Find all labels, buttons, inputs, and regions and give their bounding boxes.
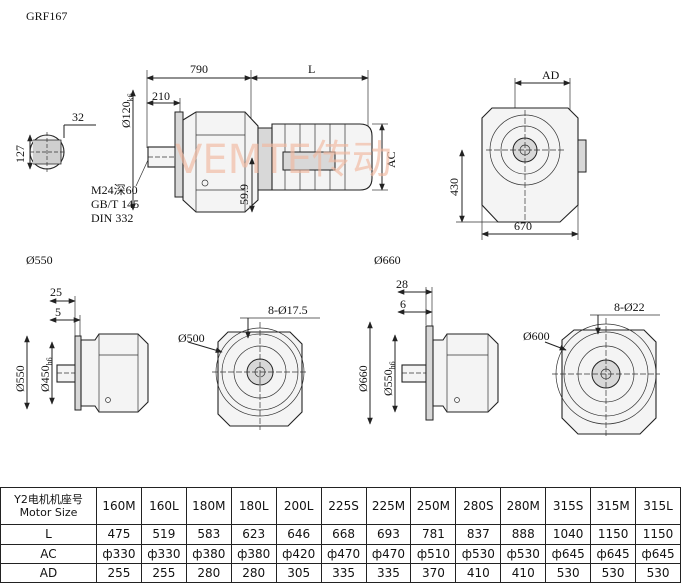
dim-430: 430 [447, 178, 461, 196]
flange-550-views: Ø550 25 5 Ø550 Ø450h6 Ø500 8-Ø17.5 [13, 253, 320, 430]
table-cell: 335 [320, 562, 367, 583]
table-cell: 255 [140, 562, 187, 583]
size-cell: 180M [185, 486, 232, 526]
dim-450h6: Ø450h6 [38, 357, 54, 392]
dim-127: 127 [13, 145, 27, 163]
table-cell: 1150 [590, 524, 637, 545]
table-cell: ф380 [185, 543, 232, 564]
dim-59-9: 59.9 [237, 184, 251, 205]
table-cell: ф330 [140, 543, 187, 564]
dim-6: 6 [400, 297, 406, 311]
table-cell: 410 [500, 562, 547, 583]
table-cell: 530 [545, 562, 592, 583]
dim-790: 790 [190, 62, 208, 76]
size-cell: 280S [455, 486, 502, 526]
size-cell: 250M [410, 486, 457, 526]
table-cell: ф510 [410, 543, 457, 564]
table-cell: 530 [590, 562, 637, 583]
watermark: VEMTE传动 [175, 137, 392, 183]
shaft-section-view: 32 127 [13, 110, 96, 172]
table-row: L 475 519 583 623 646 668 693 781 837 88… [0, 524, 681, 545]
side-elevation-view: 790 L 210 Ø120k6 AC [91, 62, 398, 225]
dim-28: 28 [396, 277, 408, 291]
table-cell: ф420 [275, 543, 322, 564]
end-view: AD 430 670 [447, 68, 587, 240]
dim-32: 32 [72, 110, 84, 124]
note-din: DIN 332 [91, 211, 133, 225]
dim-5: 5 [55, 305, 61, 319]
table-cell: ф645 [635, 543, 681, 564]
holes-660: 8-Ø22 [614, 300, 645, 314]
table-cell: 305 [275, 562, 322, 583]
row-label: AD [0, 562, 97, 583]
table-cell: ф380 [230, 543, 277, 564]
flange-660-title: Ø660 [374, 253, 401, 267]
size-cell: 200L [275, 486, 322, 526]
dim-550: Ø550 [13, 365, 27, 392]
table-cell: 888 [500, 524, 547, 545]
size-cell: 160L [140, 486, 187, 526]
dim-L: L [308, 62, 315, 76]
table-cell: 280 [230, 562, 277, 583]
table-cell: 335 [365, 562, 412, 583]
table-cell: 1040 [545, 524, 592, 545]
size-cell: 225M [365, 486, 412, 526]
table-cell: ф530 [455, 543, 502, 564]
size-cell: 280M [500, 486, 547, 526]
table-cell: 646 [275, 524, 322, 545]
table-cell: ф645 [590, 543, 637, 564]
table-cell: ф530 [500, 543, 547, 564]
table-cell: 583 [185, 524, 232, 545]
table-row: AD 255 255 280 280 305 335 335 370 410 4… [0, 562, 681, 583]
dim-660: Ø660 [356, 365, 370, 392]
holes-550: 8-Ø17.5 [268, 303, 308, 317]
table-cell: 623 [230, 524, 277, 545]
size-cell: 315S [545, 486, 592, 526]
table-cell: ф470 [320, 543, 367, 564]
dim-AD: AD [542, 68, 560, 82]
table-cell: 1150 [635, 524, 681, 545]
size-cell: 315M [590, 486, 637, 526]
size-cell: 225S [320, 486, 367, 526]
note-thread: M24深60 [91, 183, 138, 197]
size-cell: 160M [96, 486, 142, 526]
table-cell: ф645 [545, 543, 592, 564]
table-cell: 280 [185, 562, 232, 583]
table-cell: 837 [455, 524, 502, 545]
dim-AC: AC [384, 151, 398, 168]
table-cell: 370 [410, 562, 457, 583]
dim-670: 670 [514, 219, 532, 233]
flange-660-views: Ø660 28 6 Ø660 Ø550h6 Ø600 8-Ø22 [356, 253, 660, 438]
table-cell: 530 [635, 562, 681, 583]
size-cell: 315L [635, 486, 681, 526]
table-cell: 519 [140, 524, 187, 545]
row-label: AC [0, 543, 97, 564]
dim-500: Ø500 [178, 331, 205, 345]
flange-550-title: Ø550 [26, 253, 53, 267]
note-gbt: GB/T 145 [91, 197, 139, 211]
drawing-title: GRF167 [26, 9, 67, 23]
table-cell: 410 [455, 562, 502, 583]
table-row: AC ф330 ф330 ф380 ф380 ф420 ф470 ф470 ф5… [0, 543, 681, 564]
table-cell: 255 [96, 562, 142, 583]
table-cell: ф330 [96, 543, 142, 564]
dim-25: 25 [50, 285, 62, 299]
dim-210: 210 [152, 89, 170, 103]
dim-120k6: Ø120k6 [119, 93, 135, 128]
size-cell: 180L [230, 486, 277, 526]
table-cell: 693 [365, 524, 412, 545]
dim-550h6: Ø550h6 [381, 361, 397, 396]
dim-600: Ø600 [523, 329, 550, 343]
table-cell: 781 [410, 524, 457, 545]
row-label: L [0, 524, 97, 545]
table-cell: ф470 [365, 543, 412, 564]
table-cell: 475 [96, 524, 142, 545]
technical-drawing: GRF167 32 127 790 L 210 Ø120k6 [13, 9, 660, 438]
table-cell: 668 [320, 524, 367, 545]
